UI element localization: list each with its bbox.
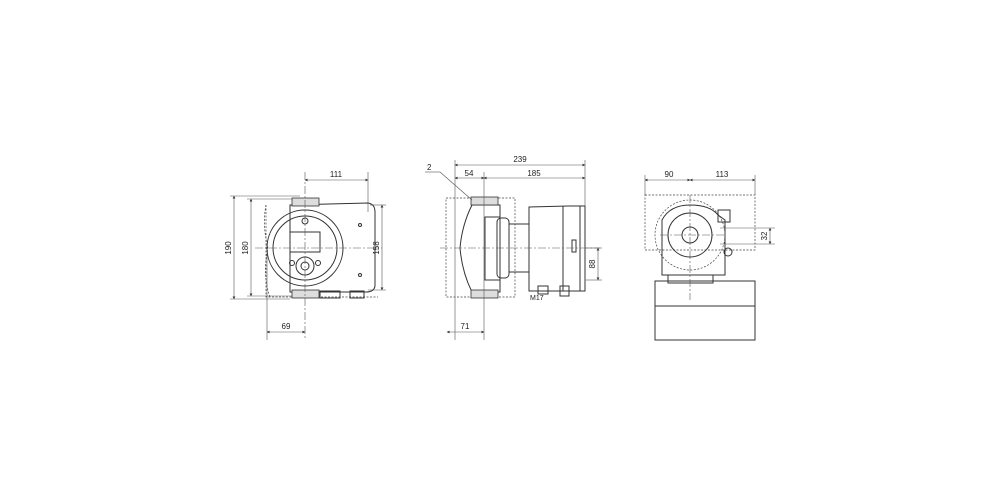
dim-69: 69: [282, 322, 291, 331]
dim-54: 54: [465, 169, 474, 178]
dim-239: 239: [513, 155, 527, 164]
dim-158: 158: [372, 241, 381, 255]
dim-111: 111: [330, 170, 343, 179]
dim-185: 185: [527, 169, 541, 178]
front-view: 111 190 180 158 69: [224, 170, 386, 340]
thread-label: M17: [530, 295, 544, 302]
dim-190: 190: [224, 241, 233, 255]
dim-113: 113: [716, 170, 729, 179]
side-view: 239 54 185 88 71 2 M17: [425, 155, 602, 340]
item-label-2: 2: [427, 163, 432, 172]
dim-90: 90: [665, 170, 674, 179]
top-view: 90 113 32: [644, 170, 775, 341]
dim-180: 180: [241, 241, 250, 255]
dim-71: 71: [461, 322, 470, 331]
dim-88: 88: [588, 259, 597, 268]
dim-32: 32: [760, 231, 769, 240]
